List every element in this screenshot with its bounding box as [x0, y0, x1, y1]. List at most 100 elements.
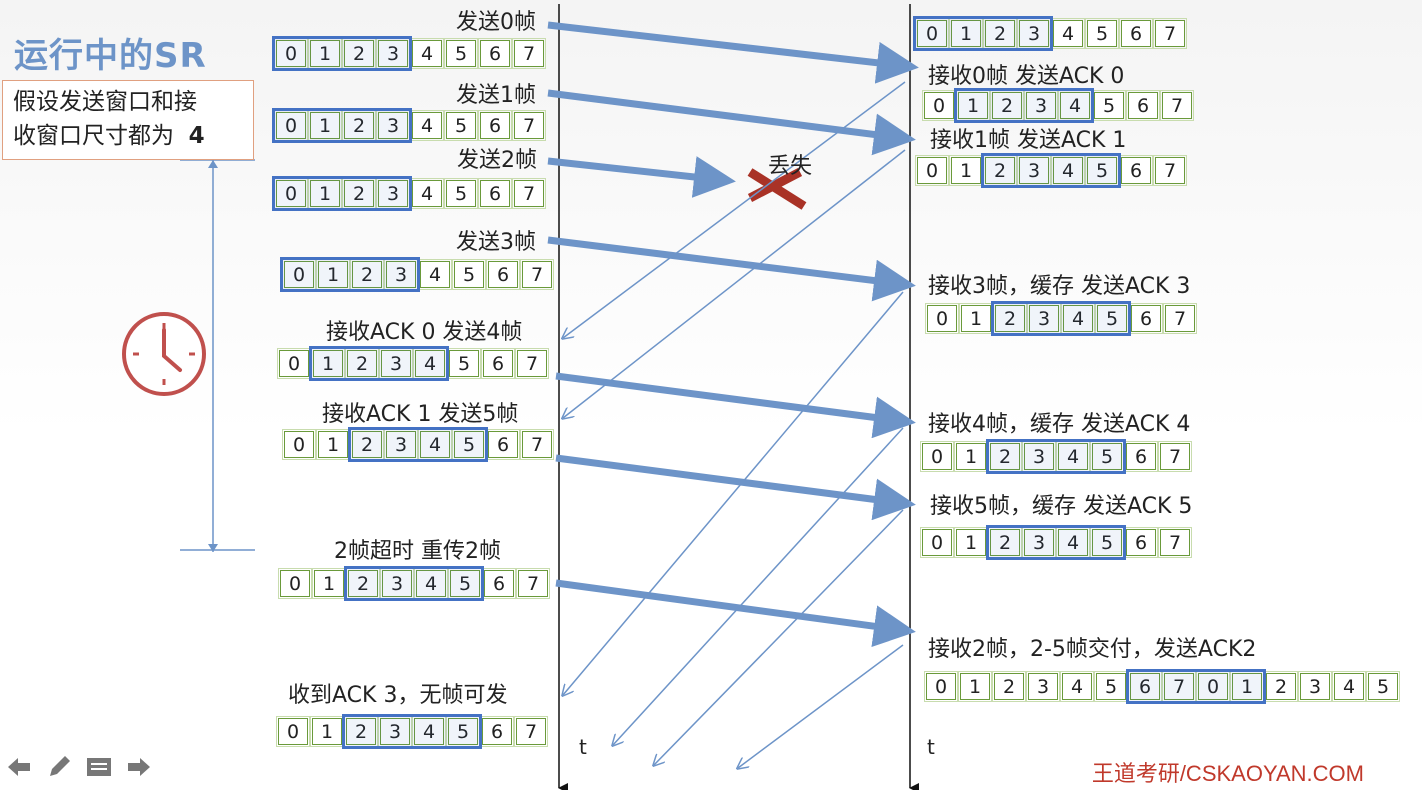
- sender-label-5: 接收ACK 1 发送5帧: [322, 402, 519, 427]
- frame-cell: 6: [478, 38, 512, 69]
- frame-cell: 6: [1124, 441, 1158, 472]
- frame-cell: 0: [915, 18, 949, 49]
- frame-cell: 4: [418, 259, 452, 290]
- frame-cell: 6: [1126, 90, 1160, 121]
- frame-cell: 5: [448, 568, 482, 599]
- frame0-arrow: [547, 21, 919, 84]
- frame-cell: 5: [1095, 303, 1129, 334]
- frame-cell: 6: [481, 348, 515, 379]
- frame-cell: 1: [316, 429, 350, 460]
- frame-cell: 6: [480, 716, 514, 747]
- receiver-window-3: [991, 301, 1131, 336]
- ack0-arrow: [563, 81, 906, 338]
- frame-cell: 5: [1090, 527, 1124, 558]
- notes-icon[interactable]: [84, 752, 114, 782]
- frame-cell: 4: [1058, 90, 1092, 121]
- frame-cell: 4: [410, 38, 444, 69]
- frame-cell: 5: [1085, 155, 1119, 186]
- frame2-retransmit-arrow: [555, 579, 916, 648]
- frame-cell: 5: [1090, 441, 1124, 472]
- frame-cell: 7: [516, 568, 550, 599]
- assumption-line2: 收窗口尺寸都为: [13, 123, 174, 149]
- back-icon[interactable]: [4, 752, 34, 782]
- frame-cell: 3: [376, 178, 410, 209]
- frame-cell: 4: [1061, 303, 1095, 334]
- window-size-value: 4: [188, 123, 205, 149]
- frame2-arrow: [547, 156, 736, 198]
- frame-cell: 2: [983, 18, 1017, 49]
- frame-cell: 3: [376, 38, 410, 69]
- frame-cell: 5: [452, 429, 486, 460]
- frame-cell: 0: [274, 38, 308, 69]
- frame-cell: 4: [1332, 671, 1366, 702]
- receiver-time-label: t: [927, 735, 935, 759]
- sender-window-7: [342, 714, 482, 749]
- frame-cell: 5: [452, 259, 486, 290]
- frame-cell: 2: [992, 671, 1026, 702]
- pencil-icon[interactable]: [44, 752, 74, 782]
- ack2-arrow: [738, 644, 904, 768]
- frame-cell: 1: [1230, 671, 1264, 702]
- frame-cell: 1: [956, 90, 990, 121]
- frame-cell: 2: [983, 155, 1017, 186]
- frame-cell: 7: [520, 259, 554, 290]
- frame-cell: 0: [282, 259, 316, 290]
- frame-cell: 3: [384, 259, 418, 290]
- sender-label-1: 发送1帧: [456, 83, 536, 108]
- frame-cell: 0: [277, 348, 311, 379]
- frame-cell: 3: [384, 429, 418, 460]
- forward-icon[interactable]: [124, 752, 154, 782]
- frame-cell: 6: [1129, 303, 1163, 334]
- frame-cell: 2: [993, 303, 1027, 334]
- frame-cell: 0: [920, 441, 954, 472]
- frame-cell: 1: [312, 568, 346, 599]
- frame-cell: 7: [520, 429, 554, 460]
- frame-cell: 7: [1153, 18, 1187, 49]
- receiver-window-6: [1126, 669, 1266, 704]
- frame-cell: 7: [512, 38, 546, 69]
- frame-cell: 7: [1162, 671, 1196, 702]
- sender-window-1: [272, 108, 412, 143]
- frame-cell: 0: [922, 90, 956, 121]
- ack4-arrow: [613, 427, 904, 745]
- frame-cell: 1: [958, 671, 992, 702]
- frame-cell: 2: [350, 429, 384, 460]
- frame-cell: 0: [915, 155, 949, 186]
- frame-cell: 5: [444, 178, 478, 209]
- frame-cell: 1: [310, 716, 344, 747]
- receiver-window-1: [954, 88, 1094, 123]
- frame-cell: 4: [1051, 155, 1085, 186]
- receiver-label-4: 接收4帧，缓存 发送ACK 4: [928, 412, 1191, 437]
- ack3-arrow: [563, 291, 904, 695]
- sender-window-6: [344, 566, 484, 601]
- frame-cell: 3: [1024, 90, 1058, 121]
- assumption-box: 假设发送窗口和接 收窗口尺寸都为 4: [2, 80, 254, 160]
- frame-cell: 0: [920, 527, 954, 558]
- frame-cell: 6: [482, 568, 516, 599]
- frame-cell: 0: [1196, 671, 1230, 702]
- frame-cell: 1: [316, 259, 350, 290]
- frame5-arrow: [555, 454, 916, 521]
- receiver-label-1: 接收0帧 发送ACK 0: [928, 64, 1125, 89]
- frame-cell: 2: [988, 527, 1022, 558]
- frame-cell: 3: [1298, 671, 1332, 702]
- frame-cell: 1: [311, 348, 345, 379]
- receiver-window-5: [986, 525, 1126, 560]
- frame-cell: 3: [1022, 527, 1056, 558]
- frame-cell: 1: [949, 155, 983, 186]
- frame-cell: 2: [990, 90, 1024, 121]
- frame-cell: 2: [1264, 671, 1298, 702]
- frame-cell: 3: [379, 348, 413, 379]
- frame-cell: 0: [274, 110, 308, 141]
- frame-cell: 6: [1119, 155, 1153, 186]
- frame-cell: 6: [486, 259, 520, 290]
- sender-time-label: t: [579, 735, 587, 759]
- receiver-label-3: 接收3帧，缓存 发送ACK 3: [928, 274, 1191, 299]
